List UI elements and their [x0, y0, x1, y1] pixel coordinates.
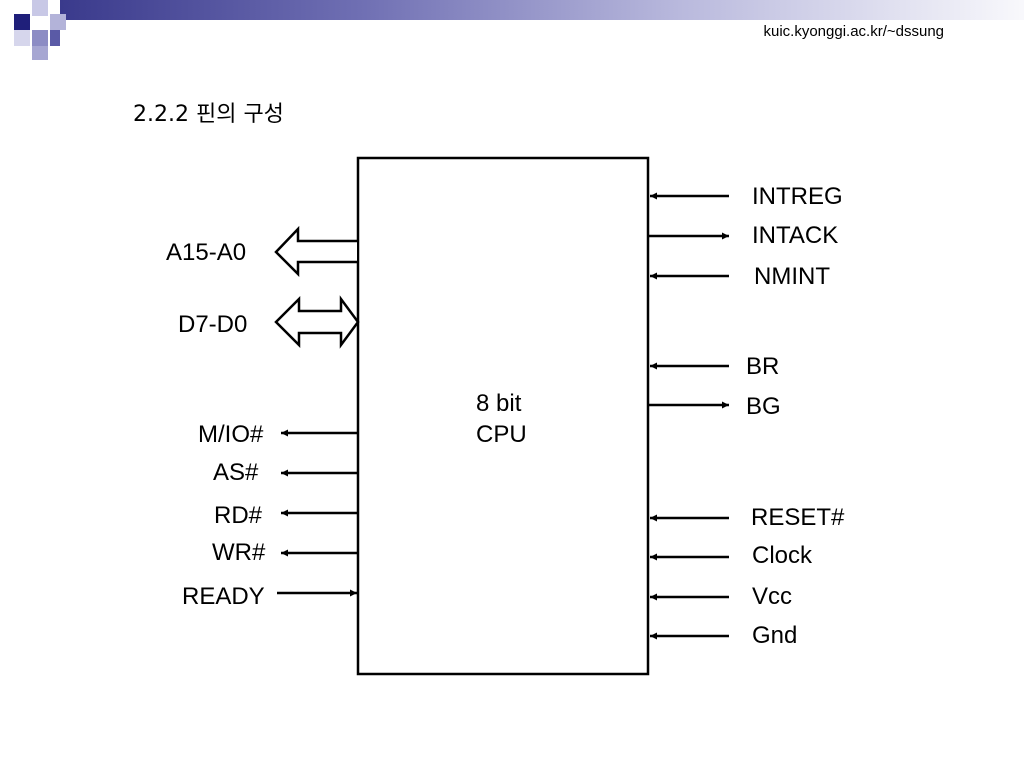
- cpu-label-line2: CPU: [476, 421, 527, 448]
- header-url: kuic.kyonggi.ac.kr/~dssung: [763, 23, 944, 40]
- pin-label-gnd: Gnd: [752, 622, 798, 649]
- pin-label-intreg: INTREG: [752, 183, 843, 210]
- pin-label-mio: M/IO#: [198, 421, 264, 448]
- pin-label-br: BR: [746, 353, 780, 380]
- cpu-label: 8 bit CPU: [440, 388, 560, 450]
- header-square-light: [50, 14, 66, 30]
- data-bus-arrow: [274, 295, 360, 349]
- slide-title: 2.2.2 핀의 구성: [133, 102, 284, 127]
- pin-label-as: AS#: [213, 459, 259, 486]
- pin-label-ready: READY: [182, 583, 265, 610]
- header-square-dark: [50, 30, 60, 46]
- cpu-label-line1: 8 bit: [476, 390, 522, 417]
- pin-label-rd: RD#: [214, 502, 263, 529]
- pin-label-reset: RESET#: [751, 504, 845, 531]
- header-square-light: [14, 30, 30, 46]
- pin-label-bg: BG: [746, 393, 781, 420]
- header-gradient-bar: [60, 0, 1024, 20]
- pin-label-intack: INTACK: [752, 222, 839, 249]
- pin-label-d7-d0: D7-D0: [178, 311, 248, 338]
- header-square-dark: [14, 14, 30, 30]
- header-square-light: [32, 0, 48, 16]
- pin-label-vcc: Vcc: [752, 583, 793, 610]
- pin-label-clock: Clock: [752, 542, 813, 569]
- header-square-mid: [32, 30, 48, 46]
- address-bus-arrow: [274, 225, 357, 278]
- pin-label-wr: WR#: [212, 539, 266, 566]
- cpu-block: [356, 156, 650, 676]
- header-square-mid: [32, 46, 48, 60]
- pin-label-nmint: NMINT: [754, 263, 830, 290]
- pin-label-a15-a0: A15-A0: [166, 239, 247, 266]
